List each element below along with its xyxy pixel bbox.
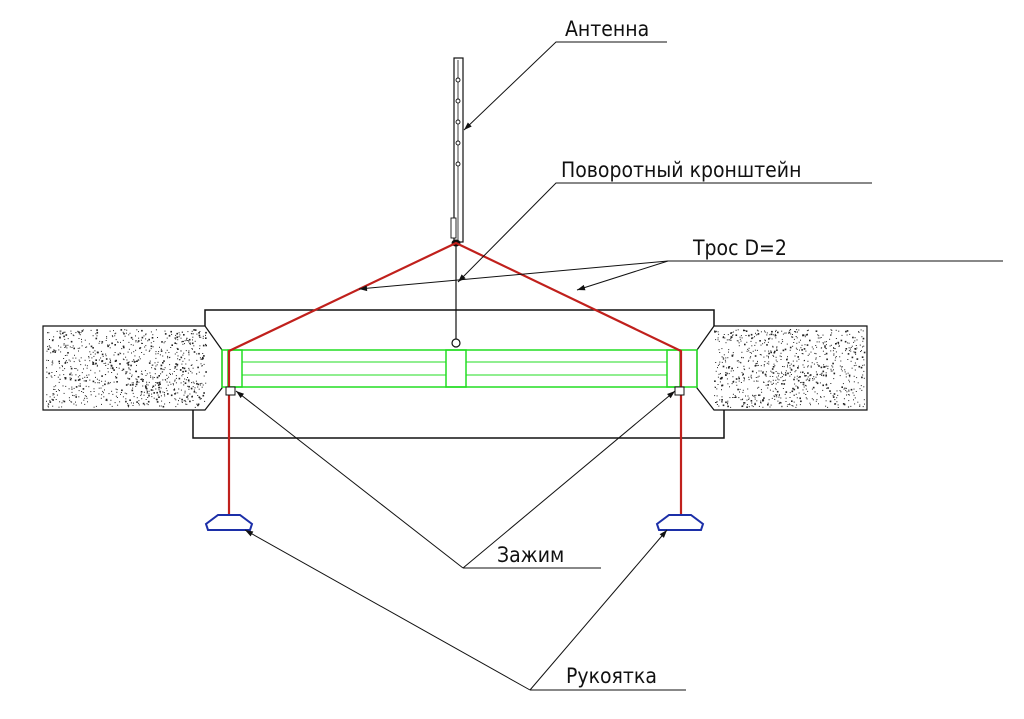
label-handle: Рукоятка (566, 664, 657, 688)
left-wall (42, 325, 223, 411)
antenna-mast (450, 57, 464, 247)
clamp-left (225, 386, 236, 396)
left-wall-texture (46, 329, 207, 408)
bracket-leader (457, 182, 872, 283)
cable-leader-right (576, 260, 669, 291)
clamp-leader-right (462, 390, 676, 569)
clamp-right (674, 386, 685, 396)
window-box-bottom (192, 410, 725, 439)
cable (227, 241, 683, 515)
handle-left (204, 514, 254, 531)
handle-leader-left (244, 529, 531, 691)
cable-leader-left (358, 260, 669, 292)
label-clamp: Зажим (497, 543, 564, 567)
clamp-leader-left (235, 390, 464, 569)
antenna-leader (463, 41, 667, 131)
handle-leader-right (529, 529, 668, 691)
label-antenna: Антенна (565, 17, 649, 41)
rotating-bracket (451, 246, 461, 348)
label-cable: Трос D=2 (692, 236, 787, 260)
window-box-outline (204, 309, 715, 326)
label-rotating-bracket: Поворотный кронштейн (561, 158, 801, 182)
handle-right (655, 514, 705, 531)
right-wall (696, 325, 868, 411)
window-frame (221, 349, 698, 388)
right-wall-texture (714, 329, 866, 408)
